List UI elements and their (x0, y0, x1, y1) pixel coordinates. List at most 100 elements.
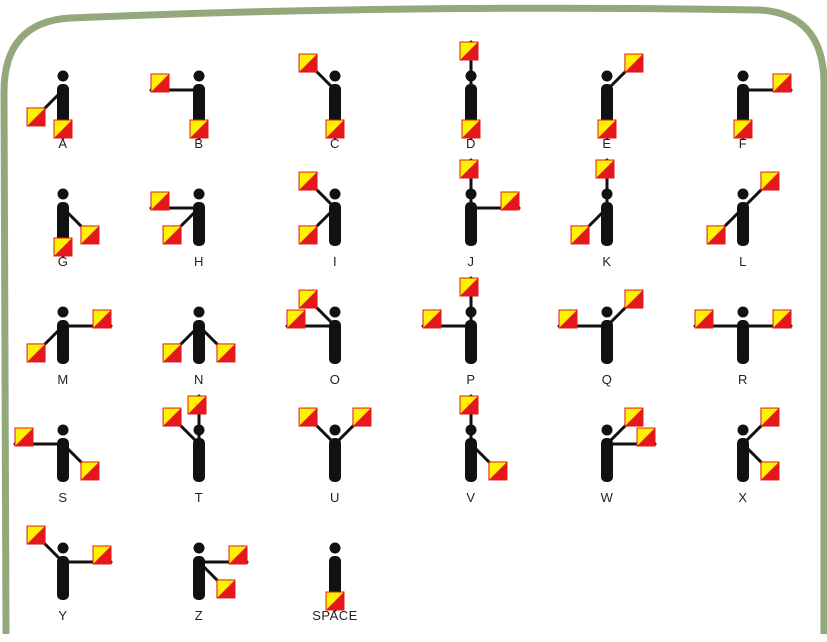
semaphore-figure-icon (267, 288, 403, 406)
signal-a: A (0, 52, 131, 170)
flag-icon (625, 408, 643, 426)
head (738, 189, 749, 200)
letter-label: E (539, 136, 675, 151)
flag-icon (460, 396, 478, 414)
flag-icon (151, 74, 169, 92)
flag-icon (217, 580, 235, 598)
flag-icon (93, 546, 111, 564)
flag-icon (217, 344, 235, 362)
flag-icon (229, 546, 247, 564)
flag-icon (93, 310, 111, 328)
semaphore-figure-icon (267, 406, 403, 524)
semaphore-figure-icon (675, 406, 811, 524)
signal-u: U (267, 406, 403, 524)
signal-e: E (539, 52, 675, 170)
signal-l: L (675, 170, 811, 288)
semaphore-figure-icon (131, 406, 267, 524)
letter-label: R (675, 372, 811, 387)
letter-label: G (0, 254, 131, 269)
letter-label: B (131, 136, 267, 151)
signal-space: SPACE (267, 524, 403, 642)
head (602, 425, 613, 436)
signal-r: R (675, 288, 811, 406)
flag-icon (27, 108, 45, 126)
semaphore-figure-icon (131, 170, 267, 288)
letter-label: U (267, 490, 403, 505)
signal-d: D (403, 52, 539, 170)
semaphore-figure-icon (675, 288, 811, 406)
signal-f: F (675, 52, 811, 170)
semaphore-figure-icon (267, 524, 403, 642)
signal-h: H (131, 170, 267, 288)
flag-icon (695, 310, 713, 328)
letter-label: D (403, 136, 539, 151)
flag-icon (596, 160, 614, 178)
flag-icon (637, 428, 655, 446)
flag-icon (287, 310, 305, 328)
head (330, 71, 341, 82)
letter-label: P (403, 372, 539, 387)
semaphore-figure-icon (131, 52, 267, 170)
letter-label: Q (539, 372, 675, 387)
letter-label: S (0, 490, 131, 505)
signal-g: G (0, 170, 131, 288)
signal-z: Z (131, 524, 267, 642)
signal-j: J (403, 170, 539, 288)
flag-icon (15, 428, 33, 446)
signal-o: O (267, 288, 403, 406)
letter-label: A (0, 136, 131, 151)
semaphore-figure-icon (0, 406, 131, 524)
head (602, 71, 613, 82)
flag-icon (188, 396, 206, 414)
flag-icon (571, 226, 589, 244)
head (194, 307, 205, 318)
head (58, 307, 69, 318)
letter-label: K (539, 254, 675, 269)
signal-p: P (403, 288, 539, 406)
head (738, 307, 749, 318)
semaphore-figure-icon (267, 52, 403, 170)
letter-label: Z (131, 608, 267, 623)
flag-icon (773, 74, 791, 92)
flag-icon (773, 310, 791, 328)
flag-icon (81, 462, 99, 480)
flag-icon (299, 172, 317, 190)
letter-label: Y (0, 608, 131, 623)
signal-v: V (403, 406, 539, 524)
head (330, 425, 341, 436)
semaphore-figure-icon (539, 406, 675, 524)
flag-icon (761, 408, 779, 426)
semaphore-figure-icon (675, 52, 811, 170)
semaphore-figure-icon (131, 524, 267, 642)
flag-icon (460, 278, 478, 296)
letter-label: SPACE (267, 608, 403, 623)
letter-label: C (267, 136, 403, 151)
flag-icon (460, 42, 478, 60)
flag-icon (163, 408, 181, 426)
signal-s: S (0, 406, 131, 524)
flag-icon (151, 192, 169, 210)
semaphore-figure-icon (539, 52, 675, 170)
semaphore-figure-icon (675, 170, 811, 288)
signal-c: C (267, 52, 403, 170)
head (58, 189, 69, 200)
semaphore-figure-icon (403, 52, 539, 170)
semaphore-figure-icon (403, 406, 539, 524)
flag-icon (27, 344, 45, 362)
semaphore-figure-icon (539, 288, 675, 406)
flag-icon (299, 226, 317, 244)
signal-n: N (131, 288, 267, 406)
flag-icon (299, 54, 317, 72)
letter-label: L (675, 254, 811, 269)
semaphore-figure-icon (0, 524, 131, 642)
flag-icon (707, 226, 725, 244)
head (58, 543, 69, 554)
flag-icon (625, 54, 643, 72)
signal-i: I (267, 170, 403, 288)
flag-icon (299, 408, 317, 426)
signal-w: W (539, 406, 675, 524)
head (194, 189, 205, 200)
flag-icon (299, 290, 317, 308)
semaphore-figure-icon (403, 170, 539, 288)
